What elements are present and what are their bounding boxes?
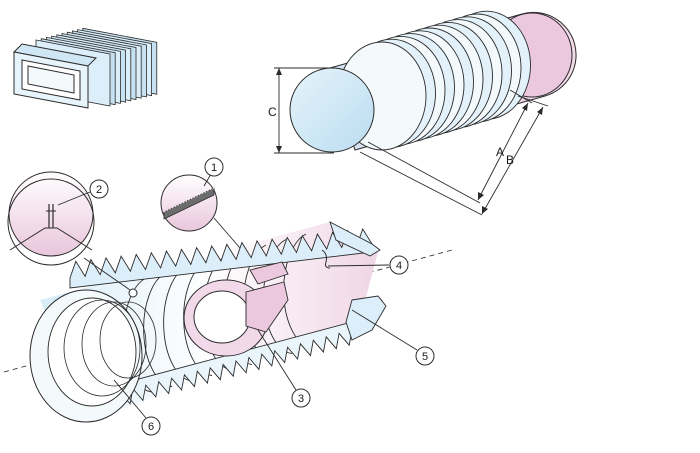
bottom-convolutions	[119, 321, 353, 405]
guide-ring-hole	[193, 290, 251, 344]
rod-assembly: C A B	[268, 10, 577, 216]
rod-near-end	[289, 67, 375, 153]
dimension-ab	[359, 89, 549, 216]
dimension-b-label: B	[506, 153, 514, 167]
weld-point	[128, 288, 138, 298]
rectangular-bellows	[12, 27, 158, 109]
front-opening-inner	[47, 297, 137, 407]
cutaway-bellows	[3, 221, 453, 423]
cut-section-pink	[245, 281, 289, 333]
callout-2-number: 2	[96, 184, 102, 196]
callout-3: 3	[291, 388, 311, 408]
hook-element	[321, 249, 331, 269]
callout-5-number: 5	[422, 351, 428, 363]
callout-4-number: 4	[396, 260, 402, 272]
dimension-c	[274, 67, 334, 154]
dimension-c-label: C	[268, 105, 277, 119]
callouts: 1 2 3 4 5 6	[89, 157, 435, 436]
cut-section-pink-top	[249, 261, 289, 285]
detail-inset-weld	[7, 171, 95, 266]
end-flange-top	[329, 221, 381, 257]
rod-bellows-rings	[337, 10, 531, 151]
callout-2: 2	[89, 179, 109, 199]
leader-lines	[57, 173, 418, 419]
front-opening-ring-2	[63, 299, 141, 397]
top-convolutions	[69, 227, 373, 289]
rectangular-bellows-inner-slot	[27, 65, 75, 94]
detail-inset-layer	[160, 174, 218, 232]
callout-3-number: 3	[298, 393, 304, 405]
callout-1: 1	[204, 157, 224, 177]
front-opening-ring-4	[99, 301, 157, 379]
callout-1-number: 1	[211, 162, 217, 174]
callout-4: 4	[389, 255, 409, 275]
end-flange-bottom	[345, 295, 387, 341]
front-opening-ring-3	[81, 301, 147, 387]
callout-6: 6	[141, 416, 161, 436]
dimension-a-label: A	[496, 145, 504, 159]
callout-5: 5	[415, 346, 435, 366]
callout-6-number: 6	[148, 421, 154, 433]
